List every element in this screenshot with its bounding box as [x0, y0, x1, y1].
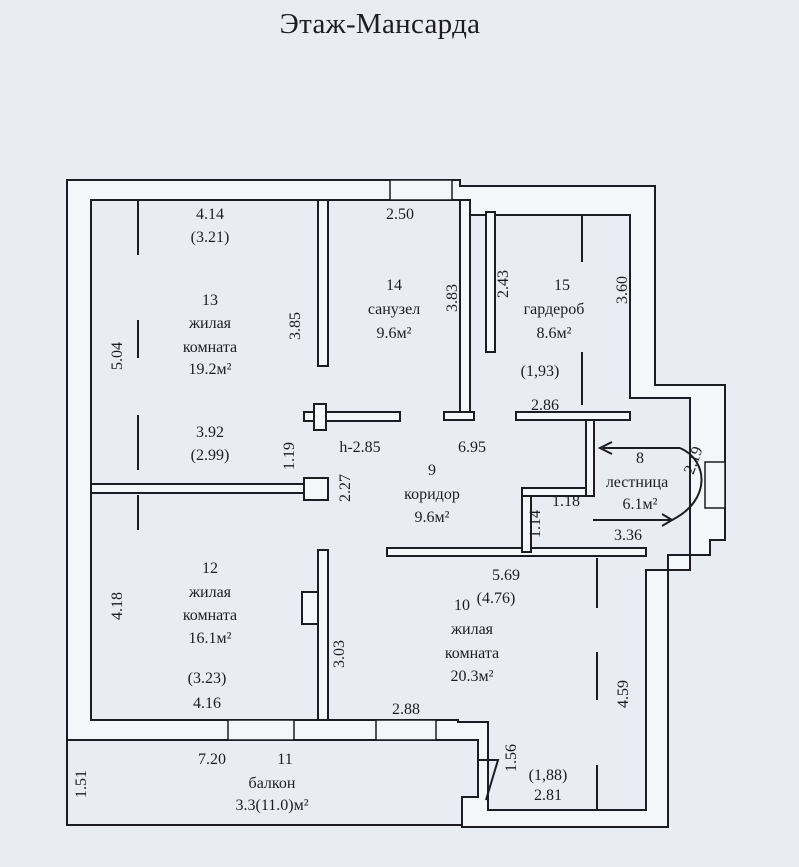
dim-3-60: 3.60: [614, 276, 631, 304]
room-12-area: 16.1м²: [189, 630, 232, 647]
dim-2-86: 2.86: [531, 397, 559, 414]
dim-2-43: 2.43: [495, 270, 512, 298]
wall-stairs-top-post: [585, 419, 595, 497]
dim-5-04: 5.04: [109, 342, 126, 370]
room-13-name-1: жилая: [188, 315, 232, 332]
dim-1-19: 1.19: [281, 442, 298, 470]
window-bottom-left: [227, 719, 295, 741]
room-10-name-2: комната: [445, 645, 499, 662]
room-12-number: 12: [202, 560, 218, 577]
wall-stub-14: [443, 411, 475, 421]
dim-3-03: 3.03: [331, 640, 348, 668]
dim-5-69: 5.69: [492, 567, 520, 584]
dim-1-56: 1.56: [503, 744, 520, 772]
room-11-area: 3.3(11.0)м²: [236, 797, 309, 814]
window-bottom-middle: [375, 719, 437, 741]
dim-3-83: 3.83: [444, 284, 461, 312]
room-10-number: 10: [454, 597, 470, 614]
room-9-number: 9: [428, 462, 436, 479]
room-14-name: санузел: [368, 301, 420, 318]
dim-3-92: 3.92: [196, 424, 224, 441]
dim-2-81: 2.81: [534, 787, 562, 804]
dim-4-16: 4.16: [193, 695, 221, 712]
room-15-area: 8.6м²: [537, 325, 572, 342]
balcony-outline: [66, 740, 462, 826]
room-10-name-1: жилая: [450, 621, 494, 638]
dim-2-50: 2.50: [386, 206, 414, 223]
room-11-number: 11: [277, 751, 292, 768]
room-8-name: лестница: [606, 474, 668, 491]
room-15-name: гардероб: [524, 301, 585, 318]
window-stairs: [704, 461, 726, 509]
wall-13-14: [317, 199, 329, 367]
dim-3-85: 3.85: [287, 312, 304, 340]
room-9-area: 9.6м²: [415, 509, 450, 526]
room-12-name-2: комната: [183, 607, 237, 624]
wall-12-10-pier: [301, 591, 319, 625]
dim-4-18: 4.18: [109, 592, 126, 620]
dim-6-95: 6.95: [458, 439, 486, 456]
ceiling-height: h-2.85: [339, 439, 380, 456]
room-13-area: 19.2м²: [189, 361, 232, 378]
dim-3-21: (3.21): [191, 229, 230, 246]
dim-4-59: 4.59: [615, 680, 632, 708]
wall-13-12: [90, 483, 310, 494]
dim-1-88: (1,88): [529, 767, 568, 784]
dim-2-99: (2.99): [191, 447, 230, 464]
room-8-number: 8: [636, 450, 644, 467]
page-title: Этаж-Мансарда: [279, 8, 481, 40]
wall-corridor-post: [313, 403, 327, 431]
wall-13-12-end: [303, 477, 329, 501]
room-10-area: 20.3м²: [451, 668, 494, 685]
room-8-area: 6.1м²: [623, 496, 658, 513]
room-14-number: 14: [386, 277, 402, 294]
room-15-number: 15: [554, 277, 570, 294]
room-11-name: балкон: [249, 775, 296, 792]
wall-15-left: [485, 211, 496, 353]
window-top: [389, 179, 453, 201]
dim-1-51: 1.51: [73, 770, 90, 798]
dimension-lines: [137, 200, 703, 810]
room-13-name-2: комната: [183, 339, 237, 356]
wall-corridor-10: [386, 547, 647, 557]
dim-1-18: 1.18: [552, 493, 580, 510]
dim-2-88: 2.88: [392, 701, 420, 718]
room-9-name: коридор: [404, 486, 460, 503]
outer-walls: [66, 179, 726, 828]
room-13-number: 13: [202, 292, 218, 309]
dim-3-23: (3.23): [188, 670, 227, 687]
dim-7-20: 7.20: [198, 751, 226, 768]
room-14-area: 9.6м²: [377, 325, 412, 342]
dim-3-36: 3.36: [614, 527, 642, 544]
dim-4-14: 4.14: [196, 206, 224, 223]
dim-1-14: 1.14: [527, 510, 544, 538]
wall-12-10: [317, 549, 329, 721]
wall-14-corridor: [459, 199, 471, 419]
room-12-name-1: жилая: [188, 584, 232, 601]
wall-corridor-top: [303, 411, 401, 422]
balcony-door-swing: [478, 759, 500, 801]
dim-4-76: (4.76): [477, 590, 516, 607]
dim-2-27: 2.27: [337, 474, 354, 502]
dim-1-93: (1,93): [521, 363, 560, 380]
wall-15-bottom: [515, 411, 631, 421]
